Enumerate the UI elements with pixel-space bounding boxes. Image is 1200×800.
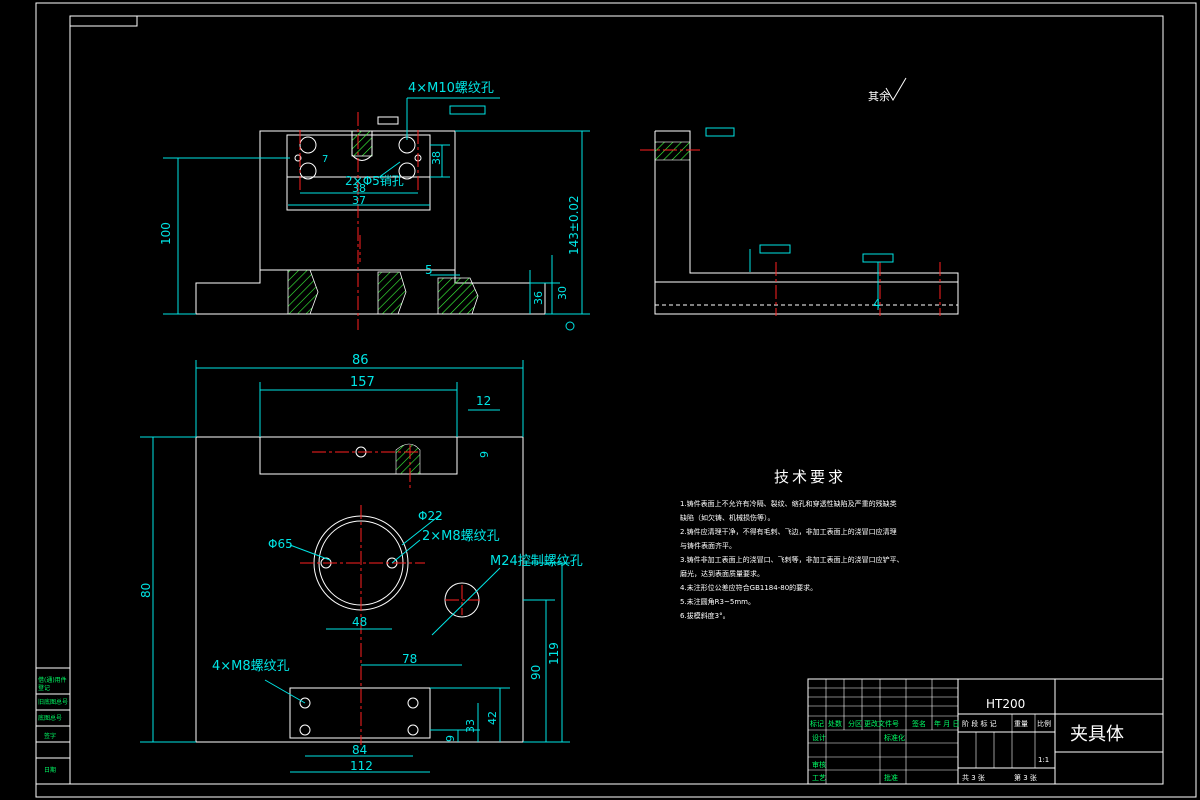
- tb-standard: 标准化: [884, 733, 905, 742]
- tb-row-label-6: 年 月 日: [934, 719, 959, 728]
- dim-48: 48: [352, 615, 367, 629]
- dim-7: 7: [322, 154, 328, 165]
- tb-weight-label: 重量: [1014, 720, 1028, 728]
- front-view: 4×M10螺纹孔 2×Φ5销孔 100 143±0.02 38 7 37 38 …: [159, 81, 590, 331]
- dim-84: 84: [352, 743, 367, 757]
- tb-scale-value: 1:1: [1038, 756, 1049, 764]
- front-hatch: [287, 130, 479, 315]
- dim-9b: 9: [444, 735, 457, 742]
- dim-38b: 38: [352, 182, 366, 195]
- tech-requirements: 技术要求 1.铸件表面上不允许有冷隔、裂纹、缩孔和穿透性缺陷及严重的残缺类 缺陷…: [680, 466, 940, 623]
- dim-d65: Φ65: [268, 537, 293, 551]
- dim-100: 100: [159, 222, 173, 245]
- dim-30: 30: [556, 286, 569, 300]
- dim-12: 12: [476, 394, 491, 408]
- tb-row-label-1: 标记: [810, 719, 824, 728]
- tb-design: 设计: [812, 733, 826, 742]
- dim-33: 33: [464, 719, 477, 733]
- tb-review: 审核: [812, 760, 826, 769]
- dim-80: 80: [139, 583, 153, 598]
- dim-90: 90: [529, 665, 543, 680]
- tb-row-label-2: 处数: [828, 719, 842, 728]
- tb-row-label-4: 更改文件号: [864, 719, 899, 728]
- side-strip: 借(通)用件 登记 旧底图总号 底图总号 签字 日期: [35, 667, 71, 785]
- tech-req-line-7: 4.未注形位公差应符合GB1184-80的要求。: [680, 584, 818, 592]
- side-view: 其余 4: [640, 77, 959, 316]
- front-pin-note: 2×Φ5销孔: [345, 174, 404, 188]
- tb-approve: 批准: [884, 773, 898, 782]
- tech-req-line-8: 5.未注圆角R3~5mm。: [680, 598, 755, 606]
- side-strip-6: 日期: [44, 766, 56, 774]
- tb-process: 工艺: [812, 774, 826, 782]
- front-top-note: 4×M10螺纹孔: [408, 81, 494, 96]
- dim-86: 86: [352, 353, 369, 368]
- dim-4: 4: [873, 297, 881, 311]
- tech-req-line-5: 3.铸件非加工表面上的浇冒口、飞刺等，非加工表面上的浇冒口应铲平、: [680, 556, 904, 564]
- top-view: 86 157 12 9 80 Φ22 Φ65 2×M8螺纹孔 M24控制螺纹孔 …: [139, 353, 583, 773]
- dim-36: 36: [532, 291, 545, 305]
- side-strip-1: 借(通)用件: [38, 676, 67, 684]
- tb-sheet-no: 第 3 张: [1014, 773, 1037, 782]
- title-block: HT200 夹具体 标记 处数 分区 更改文件号 签名 年 月 日 设计 标准化…: [807, 678, 1164, 785]
- tech-req-line-4: 与铸件表面齐平。: [680, 542, 736, 550]
- tb-part-name: 夹具体: [1070, 724, 1124, 745]
- side-strip-4: 底图总号: [38, 714, 62, 722]
- dim-d22: Φ22: [418, 509, 443, 523]
- tech-req-line-2: 缺陷（如欠铸、机械损伤等）。: [680, 514, 775, 522]
- tb-scale-label: 比例: [1037, 719, 1051, 728]
- note-m24: M24控制螺纹孔: [490, 554, 583, 569]
- note-2m8: 2×M8螺纹孔: [422, 529, 500, 544]
- tb-stage-label: 阶 段 标 记: [962, 719, 997, 728]
- tech-req-line-9: 6.拔模斜度3°。: [680, 612, 730, 620]
- tb-sheets-total: 共 3 张: [962, 773, 985, 782]
- dim-38: 38: [430, 151, 443, 165]
- tb-row-label-5: 签名: [912, 719, 926, 728]
- tech-requirements-title: 技术要求: [773, 468, 846, 486]
- tb-row-label-3: 分区: [848, 719, 862, 728]
- dim-119: 119: [547, 642, 561, 665]
- dim-143: 143±0.02: [567, 195, 581, 255]
- dim-5: 5: [425, 263, 433, 277]
- tb-material: HT200: [986, 697, 1025, 711]
- dim-42: 42: [486, 711, 499, 725]
- note-4m8: 4×M8螺纹孔: [212, 659, 290, 674]
- side-strip-3: 旧底图总号: [38, 698, 68, 706]
- tech-req-line-6: 磨光，达到表面质量要求。: [680, 570, 764, 578]
- side-strip-2: 登记: [38, 684, 50, 692]
- tech-req-line-3: 2.铸件应清理干净，不得有毛刺、飞边，非加工表面上的浇冒口应清理: [680, 528, 897, 536]
- dim-37: 37: [352, 194, 366, 207]
- roughness-note: 其余: [868, 89, 890, 103]
- dim-9: 9: [478, 451, 491, 458]
- side-strip-5: 签字: [44, 732, 56, 740]
- tech-req-line-1: 1.铸件表面上不允许有冷隔、裂纹、缩孔和穿透性缺陷及严重的残缺类: [680, 500, 897, 508]
- sheet-frame: [35, 2, 1197, 798]
- dim-78: 78: [402, 652, 417, 666]
- dim-157: 157: [350, 375, 375, 390]
- dim-112: 112: [350, 759, 373, 773]
